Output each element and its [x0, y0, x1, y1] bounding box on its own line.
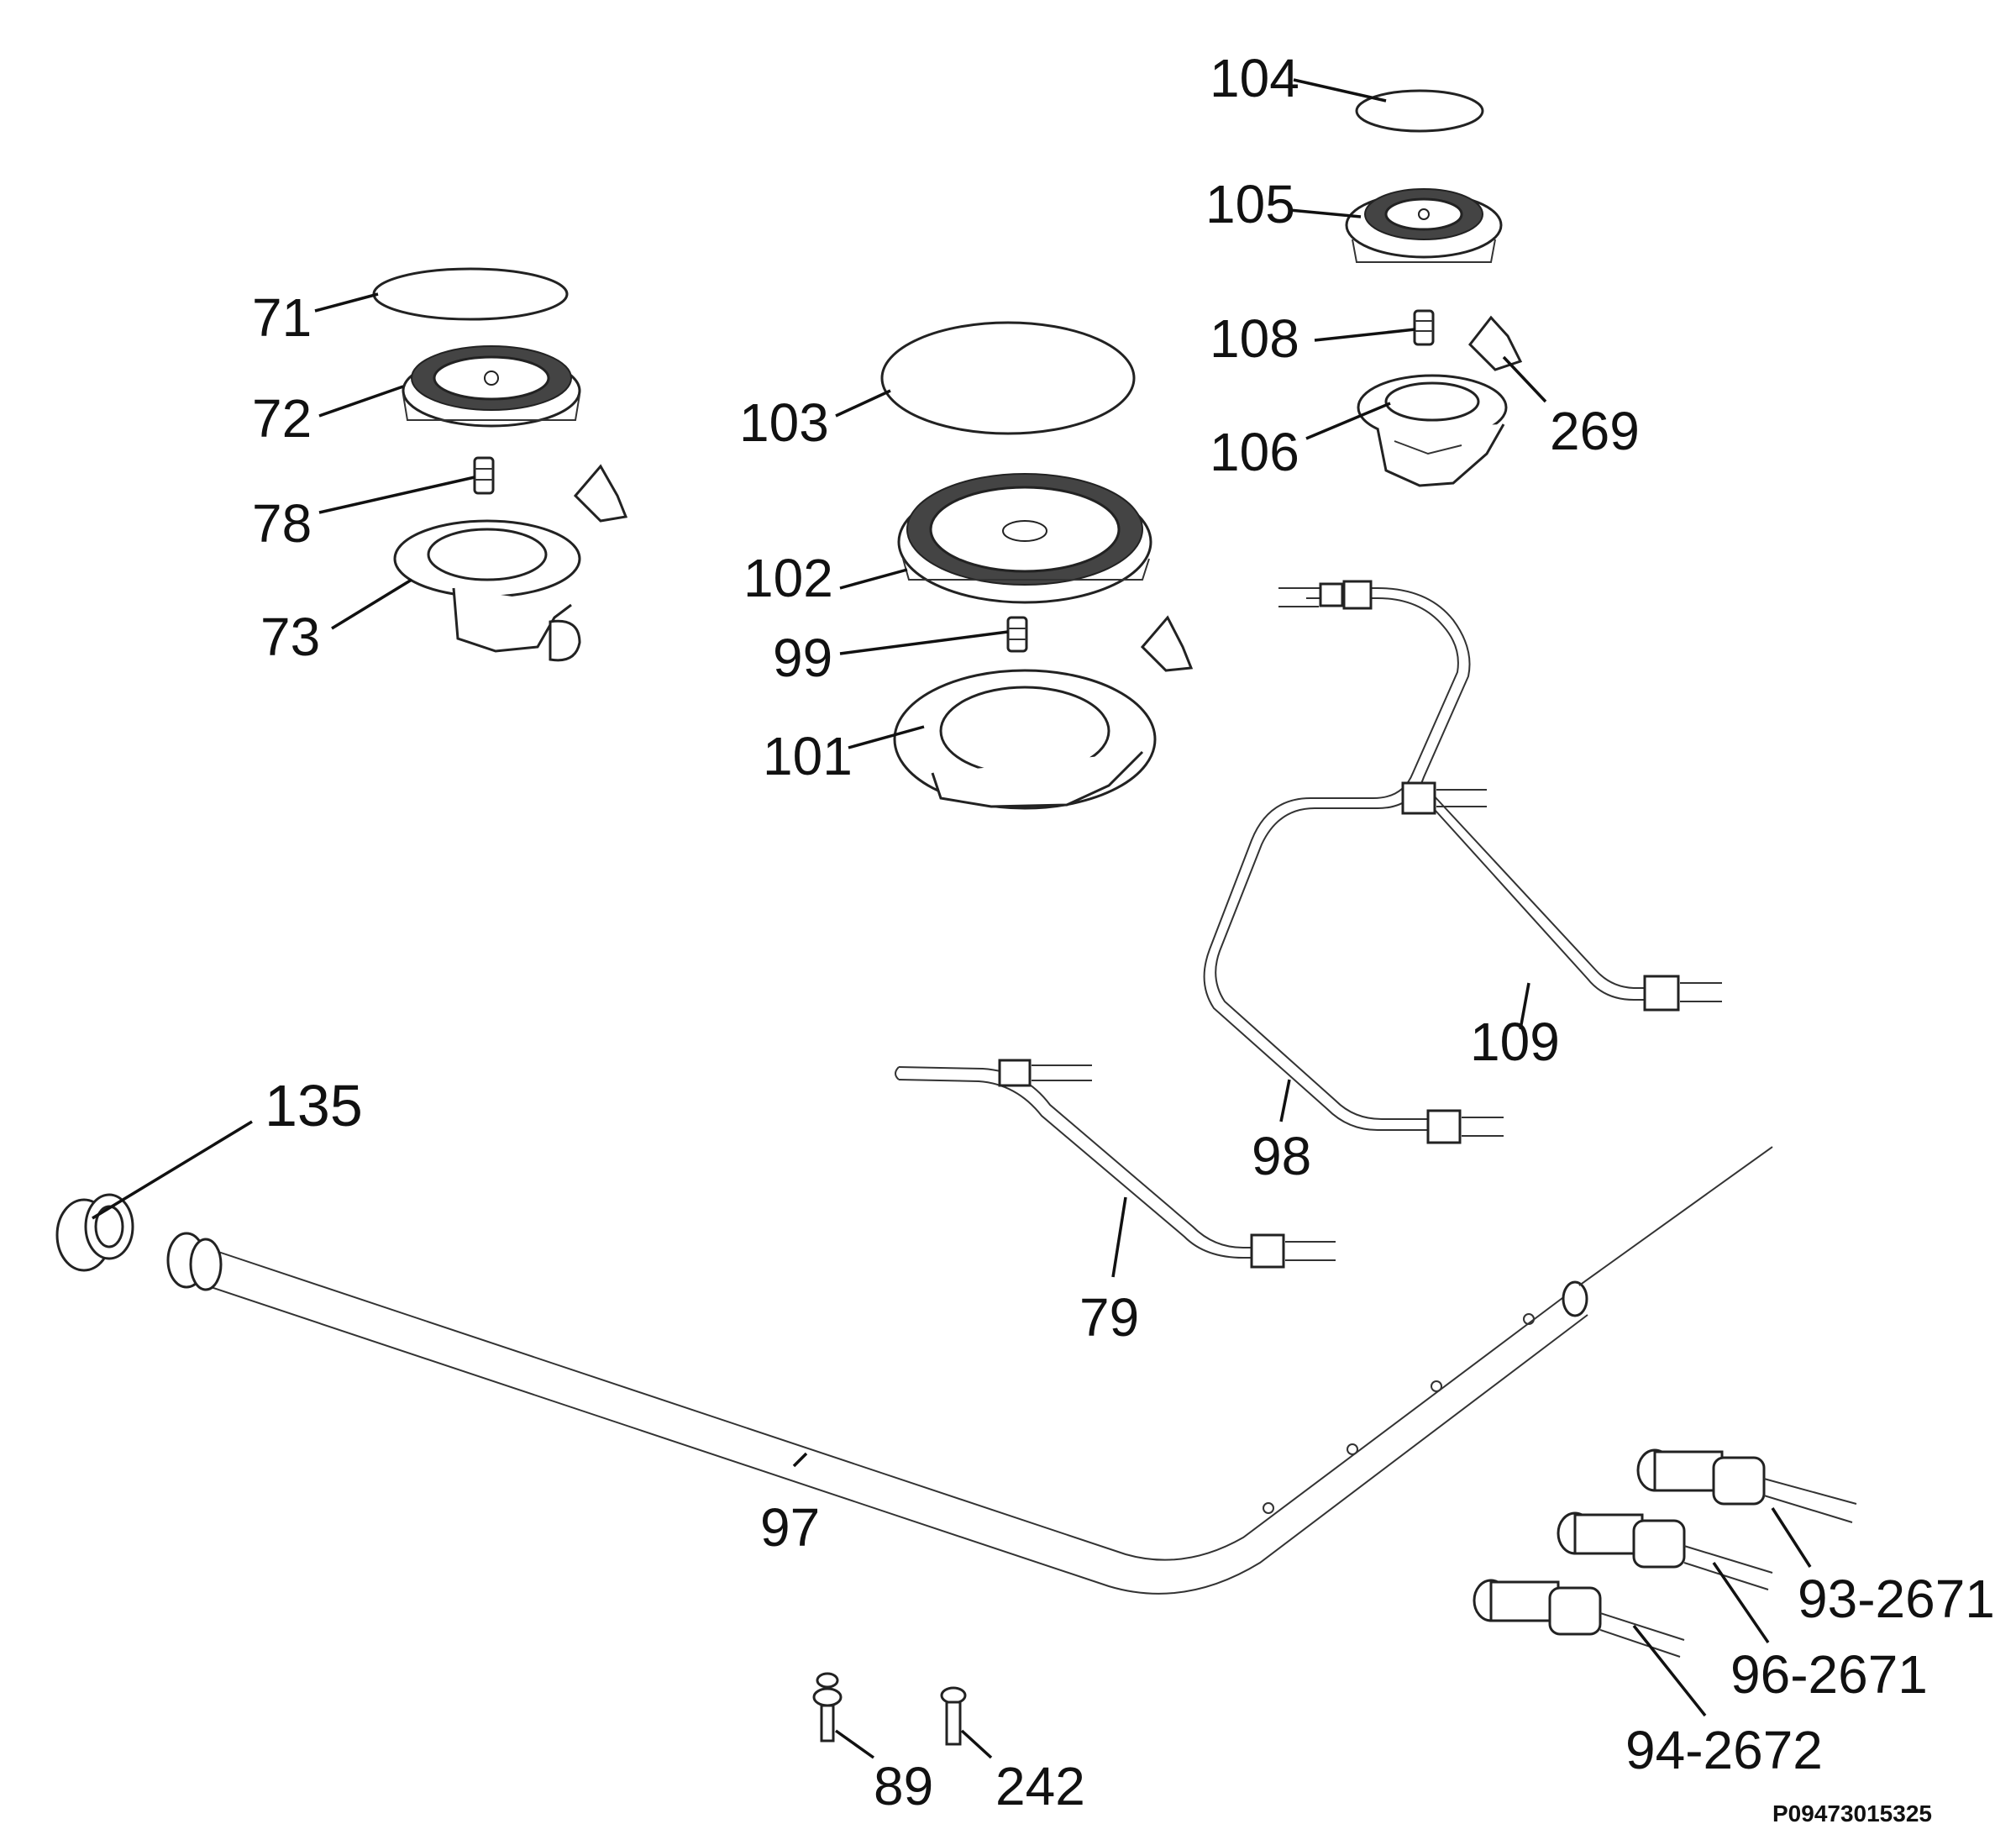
gas-valve-94 — [1473, 1579, 1685, 1658]
label-98: 98 — [1252, 1126, 1311, 1186]
label-242: 242 — [995, 1756, 1085, 1816]
label-109: 109 — [1470, 1012, 1560, 1072]
label-104: 104 — [1210, 48, 1299, 108]
leader-lines — [92, 78, 1812, 1759]
pipe-79 — [895, 1059, 1336, 1269]
injector-108 — [1413, 309, 1435, 346]
injector-99 — [1006, 616, 1028, 653]
injector-78 — [473, 456, 495, 495]
label-79: 79 — [1079, 1287, 1139, 1348]
label-71: 71 — [252, 287, 312, 348]
screw-242 — [940, 1686, 967, 1746]
label-97: 97 — [760, 1497, 820, 1558]
cap-103 — [880, 321, 1136, 435]
elbow-fitting-135 — [55, 1193, 134, 1272]
label-101: 101 — [763, 726, 853, 786]
cap-104 — [1355, 89, 1484, 133]
burner-crown-72 — [402, 345, 581, 428]
bracket-269 — [1468, 315, 1523, 371]
label-94-2672: 94-2672 — [1625, 1720, 1823, 1780]
burner-base-73 — [393, 519, 581, 662]
burner-crown-105 — [1345, 188, 1503, 263]
drawing-code: P09473015325 — [1772, 1800, 1932, 1827]
bracket-left — [573, 464, 628, 523]
main-pipe-97 — [166, 1146, 1773, 1595]
label-73: 73 — [260, 607, 320, 667]
label-89: 89 — [874, 1756, 933, 1816]
label-72: 72 — [252, 388, 312, 449]
pipe-109 — [1401, 781, 1722, 1012]
label-78: 78 — [252, 493, 312, 554]
cap-71 — [372, 267, 569, 321]
label-93-2671: 93-2671 — [1798, 1569, 1995, 1629]
label-135: 135 — [265, 1073, 363, 1138]
burner-base-101 — [893, 669, 1157, 810]
label-106: 106 — [1210, 422, 1299, 482]
pipe-98 — [1203, 580, 1504, 1144]
bracket-centre — [1140, 615, 1194, 672]
gas-valve-96 — [1557, 1511, 1773, 1590]
label-99: 99 — [773, 628, 832, 688]
label-102: 102 — [743, 548, 833, 608]
burner-crown-102 — [897, 473, 1152, 604]
label-105: 105 — [1205, 174, 1295, 234]
label-103: 103 — [739, 392, 829, 453]
gas-valve-93 — [1636, 1448, 1857, 1523]
label-269: 269 — [1550, 401, 1640, 461]
burner-base-106 — [1357, 374, 1508, 487]
label-108: 108 — [1210, 308, 1299, 369]
screw-89 — [812, 1672, 843, 1742]
label-96-2671: 96-2671 — [1730, 1644, 1928, 1705]
